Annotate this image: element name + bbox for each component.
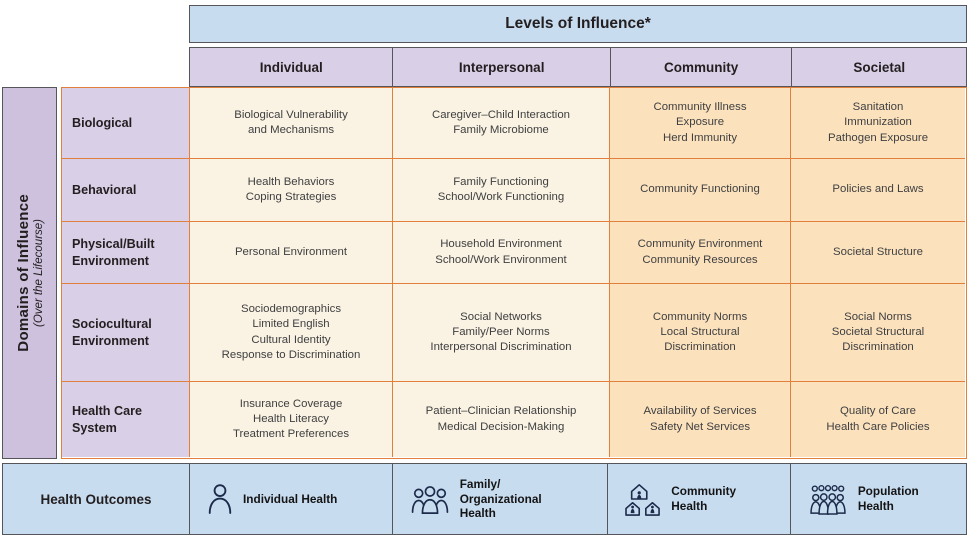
- row-header-biological: Biological: [62, 88, 190, 159]
- cell-sociocultural-individual: Sociodemographics Limited English Cultur…: [190, 284, 393, 382]
- cell-biological-community: Community Illness Exposure Herd Immunity: [610, 88, 791, 159]
- domains-body: Domains of Influence (Over the Lifecours…: [2, 87, 967, 459]
- levels-of-influence-framework: Levels of Influence* Individual Interper…: [2, 5, 967, 535]
- row-header-physical-built-environment: Physical/Built Environment: [62, 222, 190, 284]
- cell-behavioral-interpersonal: Family Functioning School/Work Functioni…: [393, 159, 610, 222]
- row-header-sociocultural-environment: Sociocultural Environment: [62, 284, 190, 382]
- individual-person-icon: [206, 483, 234, 515]
- health-outcomes-row: Health Outcomes Individual Health: [2, 463, 967, 535]
- cell-behavioral-societal: Policies and Laws: [791, 159, 965, 222]
- cell-healthcare-interpersonal: Patient–Clinician Relationship Medical D…: [393, 382, 610, 457]
- domains-strip-title: Domains of Influence: [14, 194, 32, 352]
- health-outcomes-label: Health Outcomes: [3, 464, 189, 534]
- outcome-individual-health: Individual Health: [189, 464, 392, 534]
- row-header-health-care-system: Health Care System: [62, 382, 190, 457]
- cell-physical-societal: Societal Structure: [791, 222, 965, 284]
- column-header-community: Community: [609, 48, 792, 86]
- column-header-row: Individual Interpersonal Community Socie…: [189, 47, 967, 87]
- outcome-family-organizational-health: Family/ Organizational Health: [391, 464, 608, 534]
- row-header-behavioral: Behavioral: [62, 159, 190, 222]
- community-houses-icon: [624, 482, 662, 516]
- family-group-icon: [409, 483, 451, 515]
- cell-biological-interpersonal: Caregiver–Child Interaction Family Micro…: [393, 88, 610, 159]
- column-header-interpersonal: Interpersonal: [392, 48, 610, 86]
- domains-strip-subtitle: (Over the Lifecourse): [32, 218, 45, 327]
- column-header-societal: Societal: [791, 48, 966, 86]
- levels-of-influence-header: Levels of Influence*: [189, 5, 967, 43]
- cell-physical-community: Community Environment Community Resource…: [610, 222, 791, 284]
- cell-physical-individual: Personal Environment: [190, 222, 393, 284]
- cell-sociocultural-societal: Social Norms Societal Structural Discrim…: [791, 284, 965, 382]
- cell-sociocultural-community: Community Norms Local Structural Discrim…: [610, 284, 791, 382]
- cell-sociocultural-interpersonal: Social Networks Family/Peer Norms Interp…: [393, 284, 610, 382]
- domains-of-influence-strip: Domains of Influence (Over the Lifecours…: [2, 87, 57, 459]
- cell-healthcare-societal: Quality of Care Health Care Policies: [791, 382, 965, 457]
- cell-behavioral-community: Community Functioning: [610, 159, 791, 222]
- outcome-label: Individual Health: [243, 491, 338, 506]
- outcome-label: Population Health: [857, 484, 919, 513]
- outcome-label: Family/ Organizational Health: [459, 476, 542, 521]
- cell-healthcare-community: Availability of Services Safety Net Serv…: [610, 382, 791, 457]
- column-header-individual: Individual: [190, 48, 393, 86]
- cell-biological-individual: Biological Vulnerability and Mechanisms: [190, 88, 393, 159]
- cell-behavioral-individual: Health Behaviors Coping Strategies: [190, 159, 393, 222]
- outcome-label: Community Health: [671, 484, 737, 513]
- outcome-community-health: Community Health: [607, 464, 790, 534]
- domains-grid: Biological Biological Vulnerability and …: [61, 87, 967, 459]
- cell-physical-interpersonal: Household Environment School/Work Enviro…: [393, 222, 610, 284]
- outcome-population-health: Population Health: [789, 464, 966, 534]
- population-crowd-icon: [807, 483, 849, 515]
- cell-biological-societal: Sanitation Immunization Pathogen Exposur…: [791, 88, 965, 159]
- cell-healthcare-individual: Insurance Coverage Health Literacy Treat…: [190, 382, 393, 457]
